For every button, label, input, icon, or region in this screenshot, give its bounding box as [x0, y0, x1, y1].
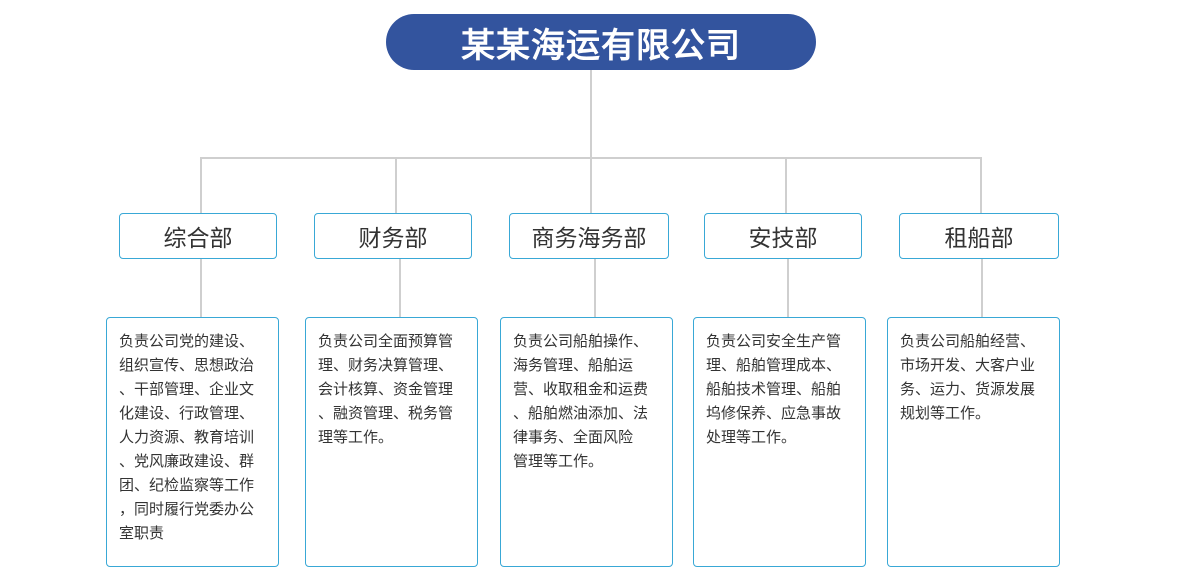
dept-desc-general: 负责公司党的建设、 组织宣传、思想政治 、干部管理、企业文 化建设、行政管理、 …	[106, 317, 279, 567]
desc-line: 处理等工作。	[706, 428, 797, 446]
desc-line: 船舶技术管理、船舶	[706, 380, 842, 398]
dept-connector	[590, 157, 592, 213]
desc-line: 人力资源、教育培训	[119, 428, 255, 446]
desc-line: 负责公司安全生产管	[706, 332, 842, 350]
desc-line: 理、财务决算管理、	[318, 356, 454, 374]
desc-line: 化建设、行政管理、	[119, 404, 255, 422]
dept-name: 安技部	[748, 226, 818, 252]
desc-line: 规划等工作。	[900, 404, 991, 422]
dept-node-safety-tech: 安技部	[704, 213, 862, 259]
dept-desc-safety-tech: 负责公司安全生产管 理、船舶管理成本、 船舶技术管理、船舶 坞修保养、应急事故 …	[693, 317, 866, 567]
desc-line: 团、纪检监察等工作	[119, 476, 255, 494]
desc-line: 管理等工作。	[513, 452, 604, 470]
desc-line: 营、收取租金和运费	[513, 380, 649, 398]
desc-line: 、干部管理、企业文	[119, 380, 255, 398]
desc-connector	[594, 259, 596, 317]
desc-connector	[399, 259, 401, 317]
desc-line: 会计核算、资金管理	[318, 380, 454, 398]
desc-line: 理、船舶管理成本、	[706, 356, 842, 374]
desc-line: 负责公司全面预算管	[318, 332, 454, 350]
dept-node-chartering: 租船部	[899, 213, 1059, 259]
dept-desc-finance: 负责公司全面预算管 理、财务决算管理、 会计核算、资金管理 、融资管理、税务管 …	[305, 317, 478, 567]
desc-line: 负责公司船舶操作、	[513, 332, 649, 350]
desc-line: 、党风廉政建设、群	[119, 452, 255, 470]
desc-connector	[200, 259, 202, 317]
company-root-node: 某某海运有限公司	[386, 14, 816, 70]
dept-name: 财务部	[358, 226, 428, 252]
dept-connector	[980, 157, 982, 213]
desc-line: 坞修保养、应急事故	[706, 404, 842, 422]
root-connector	[590, 70, 592, 158]
desc-line: 律事务、全面风险	[513, 428, 634, 446]
dept-desc-chartering: 负责公司船舶经营、 市场开发、大客户业 务、运力、货源发展 规划等工作。	[887, 317, 1060, 567]
desc-connector	[981, 259, 983, 317]
dept-name: 租船部	[944, 226, 1014, 252]
desc-line: 务、运力、货源发展	[900, 380, 1036, 398]
desc-line: 负责公司党的建设、	[119, 332, 255, 350]
desc-line: 室职责	[119, 524, 165, 542]
desc-line: 理等工作。	[318, 428, 394, 446]
dept-node-general: 综合部	[119, 213, 277, 259]
dept-name: 商务海务部	[531, 226, 647, 252]
desc-line: 负责公司船舶经营、	[900, 332, 1036, 350]
desc-line: 市场开发、大客户业	[900, 356, 1036, 374]
desc-line: 组织宣传、思想政治	[119, 356, 255, 374]
desc-connector	[787, 259, 789, 317]
dept-node-finance: 财务部	[314, 213, 472, 259]
dept-desc-commerce-marine: 负责公司船舶操作、 海务管理、船舶运 营、收取租金和运费 、船舶燃油添加、法 律…	[500, 317, 673, 567]
dept-node-commerce-marine: 商务海务部	[509, 213, 669, 259]
dept-connector	[395, 157, 397, 213]
desc-line: 海务管理、船舶运	[513, 356, 634, 374]
dept-connector	[200, 157, 202, 213]
company-title: 某某海运有限公司	[461, 25, 741, 66]
dept-connector	[785, 157, 787, 213]
desc-line: 、融资管理、税务管	[318, 404, 454, 422]
dept-name: 综合部	[163, 226, 233, 252]
desc-line: 、船舶燃油添加、法	[513, 404, 649, 422]
desc-line: ，同时履行党委办公	[119, 500, 255, 518]
